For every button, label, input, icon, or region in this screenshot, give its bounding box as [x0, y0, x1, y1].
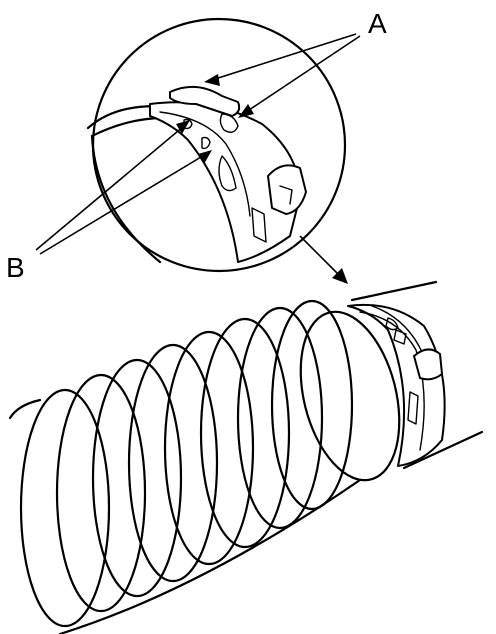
callout-label-a: A: [368, 8, 387, 39]
corrugated-hose: [8, 299, 362, 634]
magnifier-leader-arrow: [299, 235, 348, 284]
callout-b-leaders: [35, 120, 212, 255]
pipe-with-clamp: [299, 280, 484, 482]
callout-label-b: B: [6, 252, 25, 283]
detail-magnifier: [86, 17, 347, 273]
callout-a-leaders: [204, 33, 361, 118]
